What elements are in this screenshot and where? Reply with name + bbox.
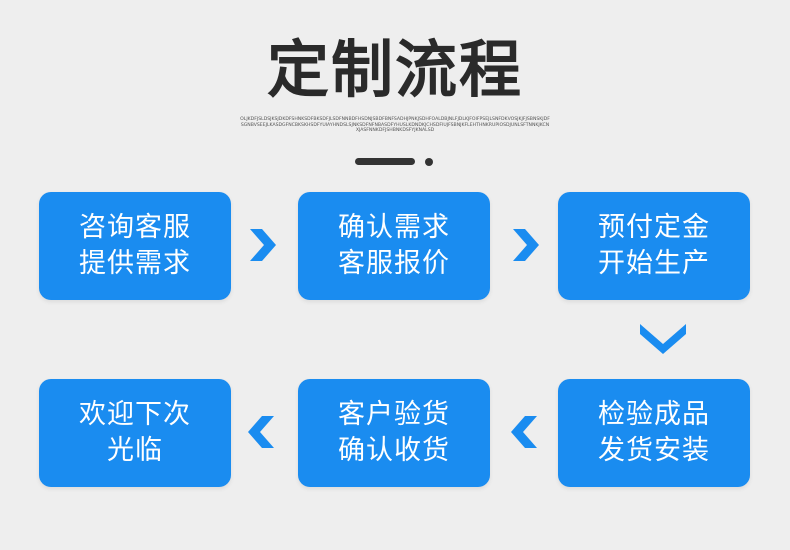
step-3-line2: 开始生产 [598, 248, 710, 279]
chevron-down-icon [638, 318, 688, 358]
chevron-right-icon [242, 225, 282, 265]
chevron-right-icon [505, 225, 545, 265]
divider-dot [425, 158, 433, 166]
step-2-line1: 确认需求 [338, 212, 450, 243]
step-3-line1: 预付定金 [598, 212, 710, 243]
step-6-line2: 光临 [107, 435, 163, 466]
step-4-line2: 发货安装 [598, 435, 710, 466]
chevron-left-icon [505, 412, 545, 452]
step-1-line1: 咨询客服 [79, 212, 191, 243]
page-title: 定制流程 [266, 33, 523, 106]
step-5-line1: 客户验货 [338, 399, 450, 430]
divider-bar [355, 158, 415, 165]
step-2-line2: 客服报价 [338, 248, 450, 279]
step-1-box: 咨询客服 提供需求 [39, 192, 231, 300]
step-3-box: 预付定金 开始生产 [558, 192, 750, 300]
step-1-line2: 提供需求 [79, 248, 191, 279]
step-5-box: 客户验货 确认收货 [298, 379, 490, 487]
step-5-line2: 确认收货 [338, 435, 450, 466]
step-6-line1: 欢迎下次 [79, 399, 191, 430]
chevron-left-icon [242, 412, 282, 452]
step-2-box: 确认需求 客服报价 [298, 192, 490, 300]
page-subtitle: OLJKDFJSLDSJKSJDKDFSHNKSDFBKSDFJLSDFNNBD… [240, 117, 550, 134]
step-6-box: 欢迎下次 光临 [39, 379, 231, 487]
step-4-line1: 检验成品 [598, 399, 710, 430]
step-4-box: 检验成品 发货安装 [558, 379, 750, 487]
